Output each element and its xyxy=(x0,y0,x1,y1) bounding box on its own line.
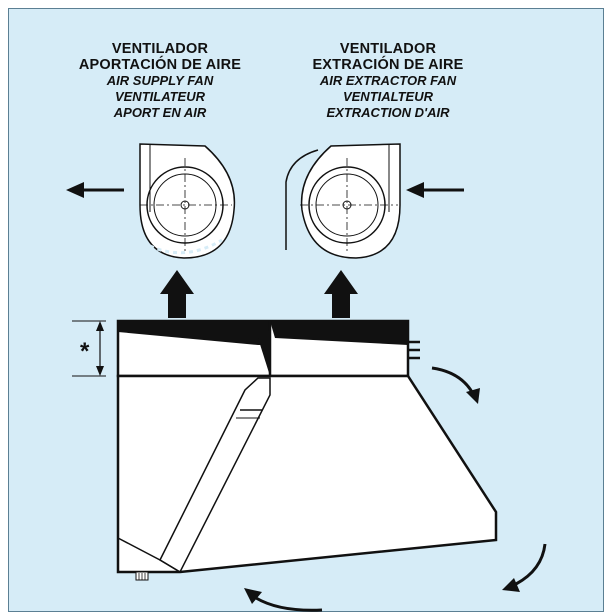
supply-fan-label: VENTILADOR APORTACIÓN DE AIRE AIR SUPPLY… xyxy=(40,41,280,121)
dimension-asterisk: * xyxy=(80,338,90,365)
extract-fan-title-es-1: VENTILADOR xyxy=(339,41,437,57)
extract-fan-title-fr-1: VENTIALTEUR xyxy=(342,89,434,104)
supply-fan-title-es-1: VENTILADOR xyxy=(111,41,209,57)
extract-fan-title-fr-2: EXTRACTION D'AIR xyxy=(326,105,450,120)
dimension-marker xyxy=(72,320,106,377)
extract-fan-icon xyxy=(285,143,401,259)
airflow-arrow-exhaust xyxy=(431,366,480,404)
extract-fan-title-es-2: EXTRACIÓN DE AIRE xyxy=(312,57,464,73)
extract-inlet-arrow xyxy=(406,182,464,198)
airflow-arrow-bottom xyxy=(244,588,323,612)
airflow-arrow-lower-right xyxy=(502,543,547,592)
supply-fan-title-fr-2: APORT EN AIR xyxy=(113,105,207,120)
extract-fan-title-en: AIR EXTRACTOR FAN xyxy=(319,73,457,88)
hood-body xyxy=(116,319,498,581)
extract-up-arrow xyxy=(324,270,358,318)
extract-fan-label: VENTILADOR EXTRACIÓN DE AIRE AIR EXTRACT… xyxy=(268,41,508,121)
supply-fan-title-es-2: APORTACIÓN DE AIRE xyxy=(78,57,242,73)
supply-outlet-arrow xyxy=(66,182,124,198)
supply-up-arrow xyxy=(160,270,194,318)
supply-fan-title-en: AIR SUPPLY FAN xyxy=(106,73,214,88)
supply-fan-title-fr-1: VENTILATEUR xyxy=(114,89,206,104)
supply-fan-icon xyxy=(139,143,236,259)
